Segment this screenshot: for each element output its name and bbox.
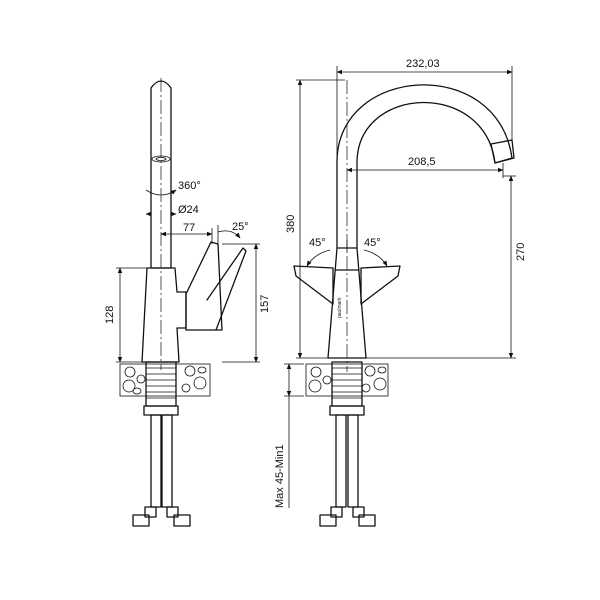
label-rotation: 360°	[178, 180, 201, 192]
angle-arc-25	[217, 230, 241, 239]
front-countertop	[305, 363, 389, 397]
label-angle-left: 45°	[309, 237, 326, 249]
side-view	[116, 78, 260, 527]
front-handle-right	[360, 265, 401, 305]
front-spout-tip	[490, 139, 515, 164]
side-countertop	[119, 363, 211, 397]
brand-logo: paulmark	[337, 297, 343, 318]
label-height-total: 380	[285, 215, 297, 233]
label-mount-thickness: Max 45-Min1	[274, 444, 286, 508]
side-body	[141, 267, 187, 363]
label-width-total: 232,03	[406, 58, 440, 70]
label-angle-right: 45°	[364, 237, 381, 249]
label-lever-height: 157	[259, 295, 271, 313]
side-stem	[150, 80, 172, 269]
label-reach-side: 77	[183, 222, 195, 234]
label-base-height: 128	[104, 306, 116, 324]
front-hoses	[319, 414, 376, 527]
angle-arc-right	[363, 249, 388, 267]
front-shank	[329, 361, 365, 416]
label-spout-height: 270	[515, 243, 527, 261]
label-handle-angle: 25°	[232, 221, 249, 233]
dimension-labels: 360° Ø24 77 25° 128 157 232,03 208,5 380…	[104, 58, 527, 508]
label-diameter: Ø24	[178, 204, 199, 216]
label-spout-reach: 208,5	[408, 156, 436, 168]
front-spout	[336, 84, 513, 249]
front-view: paulmark	[284, 66, 516, 527]
side-hoses	[132, 414, 191, 527]
angle-arc-left	[306, 249, 331, 267]
side-handle-lever	[185, 241, 223, 331]
front-handle-left	[293, 265, 334, 305]
side-handle-tip	[206, 247, 247, 331]
